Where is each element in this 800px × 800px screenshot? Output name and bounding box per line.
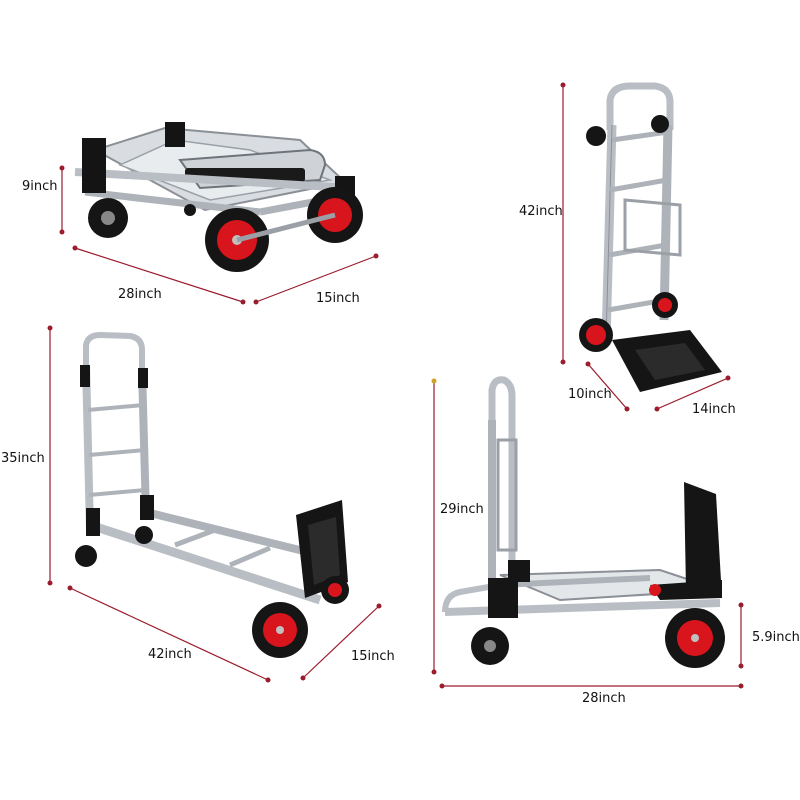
flat-cart-height-label: 35inch bbox=[1, 451, 45, 466]
hand-truck-depth-dimension: 10inch bbox=[568, 361, 630, 412]
platform-cart-height-dimension: 29inch bbox=[431, 378, 484, 675]
flat-cart-length-dimension: 42inch bbox=[67, 585, 271, 683]
platform-cart-deck-height-dimension: 5.9inch bbox=[738, 602, 800, 669]
folded-cart-length-dimension: 28inch bbox=[72, 245, 246, 305]
hand-truck-height-label: 42inch bbox=[519, 204, 563, 219]
platform-cart-view: 29inch 28inch 5.9inch bbox=[431, 376, 800, 706]
flat-cart-height-dimension: 35inch bbox=[1, 325, 53, 586]
folded-cart-view: 9inch 28inch 15inch bbox=[22, 122, 379, 306]
folded-cart-height-dimension: 9inch bbox=[22, 165, 65, 235]
platform-cart-length-dimension: 28inch bbox=[439, 683, 744, 706]
folded-cart-illustration bbox=[74, 122, 363, 272]
platform-cart-length-label: 28inch bbox=[582, 691, 626, 706]
folded-cart-height-label: 9inch bbox=[22, 179, 58, 194]
flat-cart-illustration bbox=[75, 331, 349, 658]
caster-wheel-icon bbox=[75, 545, 97, 567]
flat-cart-width-dimension: 15inch bbox=[300, 603, 395, 681]
hand-truck-view: 42inch 10inch 14inch bbox=[519, 82, 736, 417]
hand-truck-width-dimension: 14inch bbox=[654, 375, 736, 417]
platform-cart-illustration bbox=[442, 376, 725, 668]
folded-cart-width-dimension: 15inch bbox=[253, 253, 379, 306]
caster-wheel-icon bbox=[586, 126, 606, 146]
folded-cart-width-label: 15inch bbox=[316, 291, 360, 306]
flat-cart-width-label: 15inch bbox=[351, 649, 395, 664]
flat-cart-length-label: 42inch bbox=[148, 647, 192, 662]
hand-truck-width-label: 14inch bbox=[692, 402, 736, 417]
hand-truck-depth-label: 10inch bbox=[568, 387, 612, 402]
flat-cart-view: 35inch 42inch 15inch bbox=[1, 325, 395, 683]
platform-cart-height-label: 29inch bbox=[440, 502, 484, 517]
hand-truck-height-dimension: 42inch bbox=[519, 82, 566, 365]
folded-cart-length-label: 28inch bbox=[118, 287, 162, 302]
hand-truck-illustration bbox=[579, 82, 722, 392]
platform-cart-deck-height-label: 5.9inch bbox=[752, 630, 800, 645]
